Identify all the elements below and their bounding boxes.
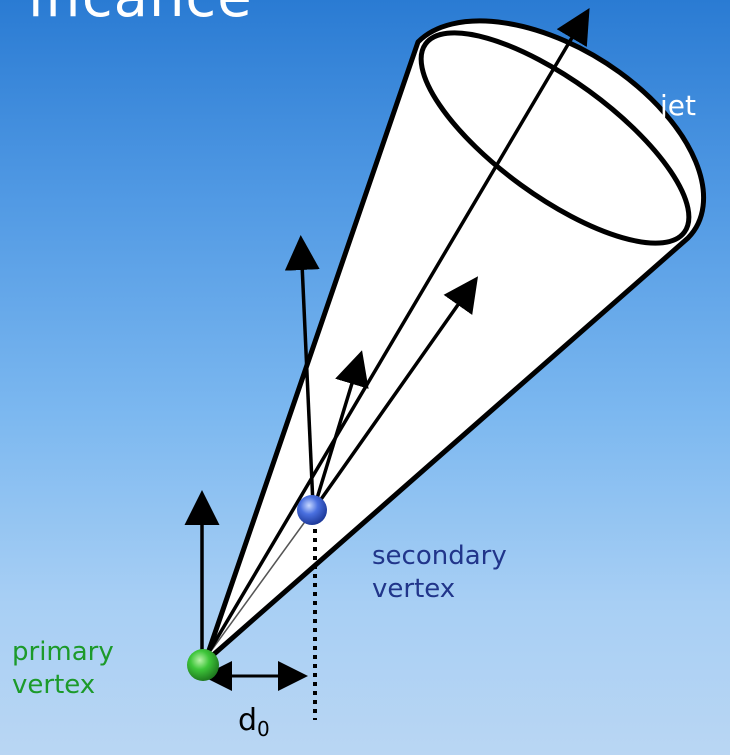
flight-path-line	[202, 511, 313, 663]
secondary-vertex-label-line1: secondary	[372, 541, 507, 571]
secondary-vertex-label: secondary vertex	[372, 540, 507, 605]
track-arrow-right	[315, 276, 479, 507]
jet-label: jet	[660, 89, 696, 122]
jet-axis-arrow	[201, 7, 590, 663]
impact-parameter-subscript: 0	[257, 717, 270, 741]
slide-title-fragment: ificance	[28, 0, 253, 26]
track-arrow-middle	[313, 350, 369, 506]
primary-vertex-ball	[187, 649, 219, 681]
primary-vertex-label-line2: vertex	[12, 669, 96, 700]
secondary-vertex-label-line2: vertex	[372, 573, 456, 604]
impact-parameter-symbol: d	[238, 703, 258, 738]
impact-parameter-label: d0	[238, 702, 270, 742]
primary-vertex-label: primary vertex	[12, 636, 114, 701]
primary-vertex-label-line1: primary	[12, 637, 114, 667]
track-arrow-up	[284, 235, 320, 506]
secondary-vertex-ball	[297, 495, 327, 525]
jet-cone-opening	[418, 30, 692, 246]
